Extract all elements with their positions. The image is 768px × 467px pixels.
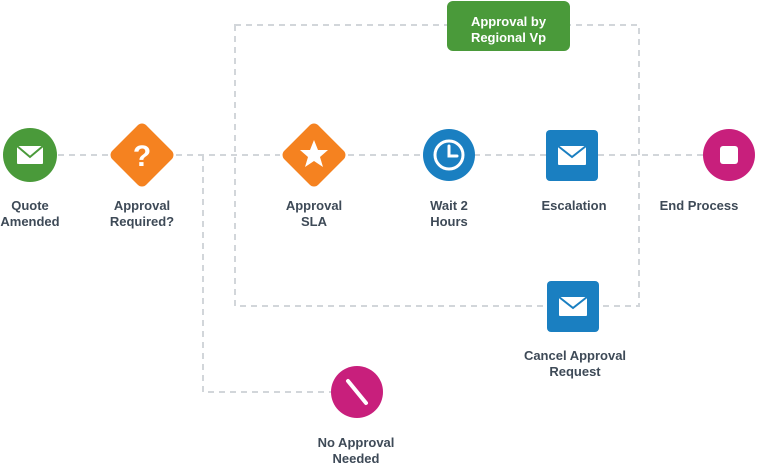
slash-icon bbox=[346, 379, 368, 405]
node-no-approval[interactable] bbox=[331, 366, 383, 418]
envelope-icon bbox=[16, 145, 44, 164]
node-wait-2-hours[interactable] bbox=[423, 129, 475, 181]
approval-group-badge[interactable] bbox=[447, 1, 570, 51]
label-no-approval: No Approval Needed bbox=[317, 435, 395, 466]
approval-group-frame bbox=[234, 24, 640, 307]
clock-icon bbox=[433, 139, 465, 171]
label-approval-required: Approval Required? bbox=[109, 198, 175, 229]
node-end-process[interactable] bbox=[703, 129, 755, 181]
connector-no-approval-branch bbox=[202, 155, 331, 393]
question-icon: ? bbox=[133, 140, 151, 173]
node-approval-sla[interactable] bbox=[280, 121, 348, 189]
label-escalation: Escalation bbox=[541, 198, 607, 213]
star-icon bbox=[300, 140, 328, 167]
label-wait-2-hours: Wait 2 Hours bbox=[430, 198, 468, 229]
node-quote-amended[interactable] bbox=[3, 128, 57, 182]
envelope-icon bbox=[557, 145, 587, 165]
label-approval-sla: Approval SLA bbox=[285, 198, 343, 229]
node-cancel-approval[interactable] bbox=[547, 281, 599, 332]
label-end-process: End Process bbox=[659, 198, 739, 213]
label-cancel-approval: Cancel Approval Request bbox=[523, 348, 627, 379]
approval-group-badge-label: Approval by Regional Vp bbox=[470, 14, 547, 45]
envelope-icon bbox=[558, 296, 588, 316]
node-escalation[interactable] bbox=[546, 130, 598, 181]
label-quote-amended: Quote Amended bbox=[0, 198, 60, 229]
stop-icon bbox=[720, 146, 738, 164]
node-approval-required[interactable]: ? bbox=[108, 121, 176, 189]
connectors bbox=[58, 24, 703, 393]
